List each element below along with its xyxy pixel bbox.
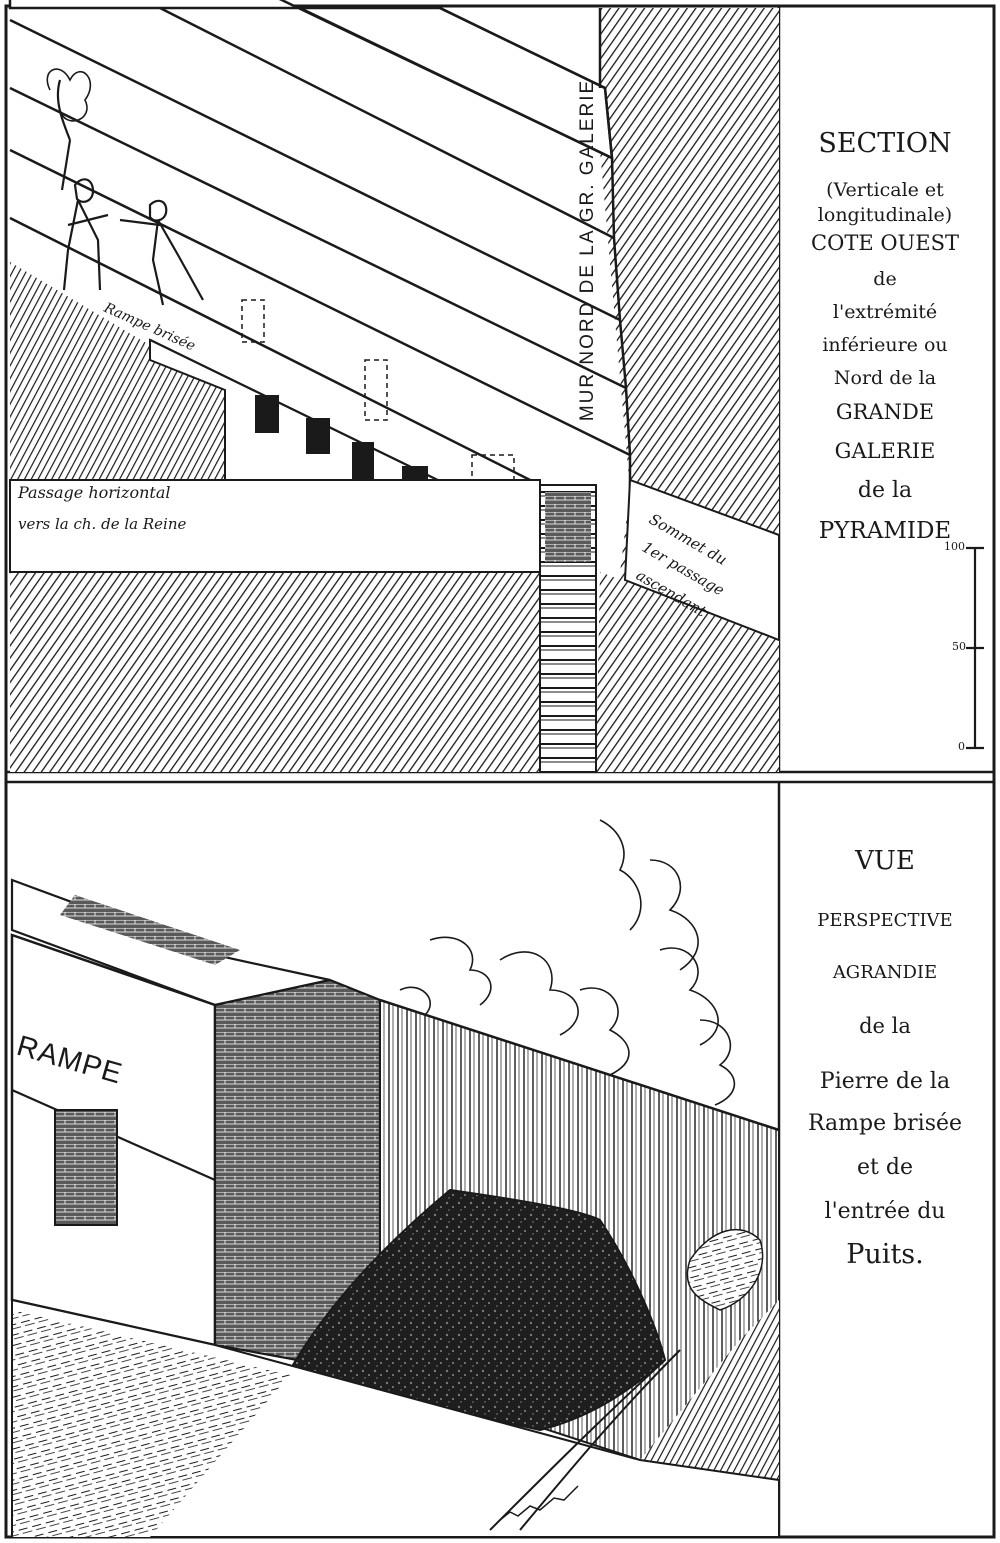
hatched-floor-masonry <box>10 572 540 772</box>
top-caption: SECTION (Verticale et longitudinale) COTE O… <box>780 130 990 543</box>
scale-bar <box>966 546 984 750</box>
caption-line-7: inférieure ou <box>822 334 948 356</box>
smoke-cloud <box>399 819 736 1106</box>
torch-flame <box>46 68 92 122</box>
well-entrance-shaft <box>640 1300 779 1480</box>
caption-line-5: de <box>873 268 897 290</box>
caption-line-10: GALERIE <box>834 439 936 463</box>
explorer-figures <box>56 79 204 306</box>
floor-left-texture <box>12 1310 290 1537</box>
caption-line-3: AGRANDIE <box>832 962 938 983</box>
caption-line-5: Pierre de la <box>819 1069 951 1094</box>
caption-line-4: COTE OUEST <box>811 231 959 255</box>
scale-label-0: 0 <box>958 740 965 753</box>
companion-head <box>148 199 168 222</box>
caption-line-6: Rampe brisée <box>807 1111 963 1136</box>
caption-line-12: PYRAMIDE <box>818 518 952 544</box>
caption-line-4: de la <box>859 1014 911 1038</box>
explorer-body <box>62 199 109 291</box>
well-rock-rim <box>686 1229 764 1311</box>
floor-crack-texture <box>499 1485 579 1521</box>
companion-body <box>119 218 204 306</box>
broken-ramp-stone <box>545 492 591 562</box>
horizontal-passage <box>9 479 541 573</box>
caption-line-3: longitudinale) <box>817 204 953 226</box>
scale-label-100: 100 <box>944 540 965 553</box>
sommet-label-strip <box>623 478 780 642</box>
caption-line-6: l'extrémité <box>832 301 938 323</box>
caption-line-2: (Verticale et <box>826 179 944 201</box>
hatched-floor-masonry-right <box>596 572 779 772</box>
scale-label-50: 50 <box>952 640 966 653</box>
caption-line-2: PERSPECTIVE <box>817 910 953 931</box>
caption-line-8: l'entrée du <box>824 1199 946 1224</box>
passage-label-line2: vers la ch. de la Reine <box>18 515 187 533</box>
bottom-perspective-drawing <box>10 819 780 1538</box>
passage-label-line1: Passage horizontal <box>18 483 171 502</box>
caption-line-1: SECTION <box>818 128 952 159</box>
gallery-corbel-bands <box>8 0 632 540</box>
top-section-drawing <box>8 0 984 773</box>
bottom-caption: VUE PERSPECTIVE AGRANDIE de la Pierre de la R… <box>780 848 990 1268</box>
caption-line-9: Puits. <box>846 1239 924 1270</box>
caption-line-1: VUE <box>855 846 915 876</box>
ramp-top-slot <box>60 895 240 965</box>
caption-line-7: et de <box>857 1155 913 1180</box>
mur-nord-label: MUR NORD DE LA GR. GALERIE <box>577 78 598 422</box>
caption-line-8: Nord de la <box>833 367 937 389</box>
torch-smoke <box>56 79 72 191</box>
caption-line-9: GRANDE <box>835 400 935 424</box>
ramp-niche <box>54 1109 118 1226</box>
floor-crack <box>489 1349 681 1531</box>
gallery-wall-top-edge <box>379 998 780 1132</box>
explorer-head <box>73 178 95 203</box>
caption-line-11: de la <box>857 478 913 503</box>
hatched-masonry-left <box>10 262 225 480</box>
